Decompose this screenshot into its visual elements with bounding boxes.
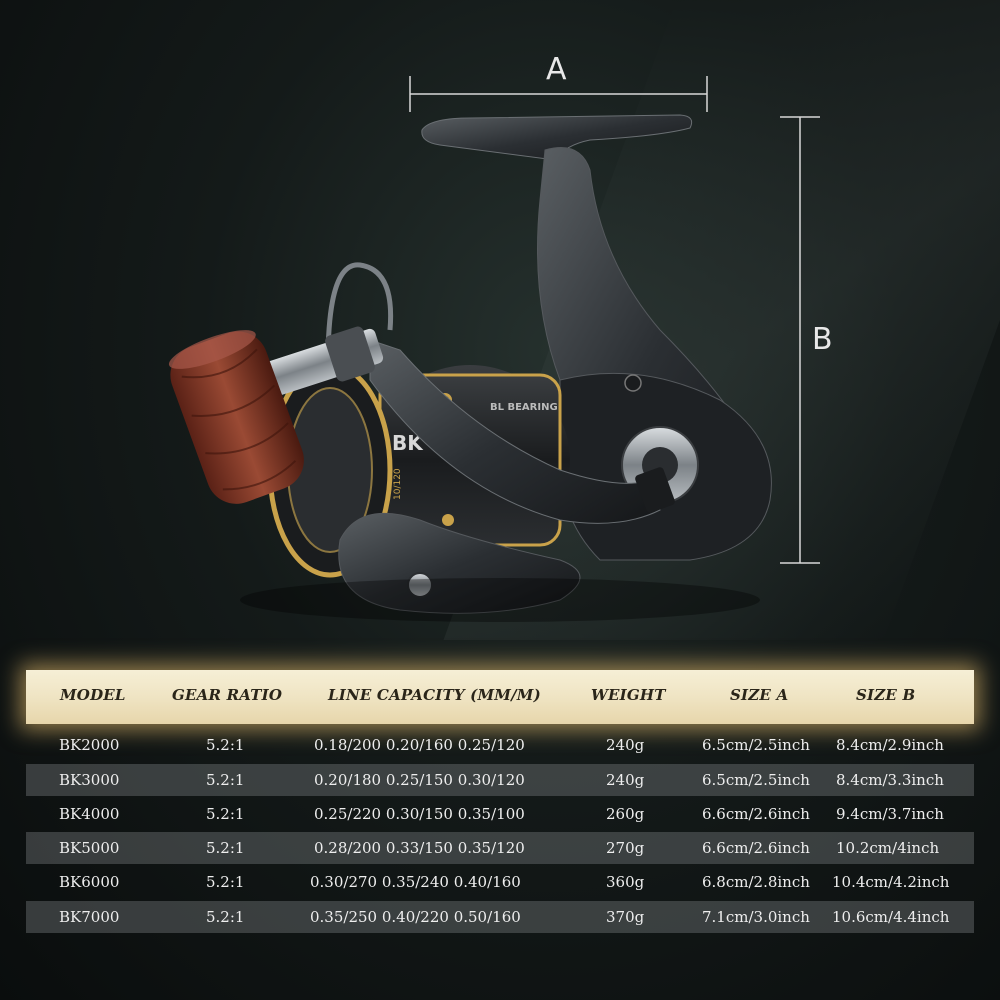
cell-line-capacity: 0.25/220 0.30/150 0.35/100 bbox=[314, 805, 525, 823]
cell-size-a: 6.5cm/2.5inch bbox=[702, 736, 810, 754]
cell-weight: 240g bbox=[606, 736, 645, 754]
cell-size-a: 6.6cm/2.6inch bbox=[702, 839, 810, 857]
table-row: BK6000 5.2:1 0.30/270 0.35/240 0.40/160 … bbox=[26, 866, 974, 898]
fishing-reel-illustration: BK 10/120 BL BEARING bbox=[168, 76, 820, 622]
reel-foot bbox=[421, 114, 693, 161]
cell-gear-ratio: 5.2:1 bbox=[206, 736, 245, 754]
cell-model: BK7000 bbox=[59, 908, 120, 926]
cell-line-capacity: 0.18/200 0.20/160 0.25/120 bbox=[314, 736, 525, 754]
table-row: BK4000 5.2:1 0.25/220 0.30/150 0.35/100 … bbox=[26, 798, 974, 830]
cell-model: BK4000 bbox=[59, 805, 120, 823]
header-line-capacity: LINE CAPACITY (MM/M) bbox=[328, 686, 541, 704]
table-row: BK5000 5.2:1 0.28/200 0.33/150 0.35/120 … bbox=[26, 832, 974, 864]
cell-size-a: 6.8cm/2.8inch bbox=[702, 873, 810, 891]
cell-model: BK3000 bbox=[59, 771, 120, 789]
cell-size-a: 7.1cm/3.0inch bbox=[702, 908, 810, 926]
dimension-a-label: A bbox=[546, 52, 567, 87]
header-size-a: SIZE A bbox=[730, 686, 789, 704]
reel-rotor bbox=[338, 512, 581, 614]
wooden-handle-knob bbox=[168, 330, 304, 504]
cell-size-b: 8.4cm/2.9inch bbox=[836, 736, 944, 754]
table-row: BK2000 5.2:1 0.18/200 0.20/160 0.25/120 … bbox=[26, 729, 974, 761]
table-row: BK7000 5.2:1 0.35/250 0.40/220 0.50/160 … bbox=[26, 901, 974, 933]
rotor-screw-icon bbox=[407, 572, 433, 598]
spool-spec-text: 10/120 bbox=[393, 468, 403, 500]
dimension-b-line bbox=[780, 116, 820, 564]
spec-table-header: MODEL GEAR RATIO LINE CAPACITY (MM/M) WE… bbox=[26, 670, 974, 724]
cell-gear-ratio: 5.2:1 bbox=[206, 805, 245, 823]
cell-model: BK5000 bbox=[59, 839, 120, 857]
dimension-a-line bbox=[409, 76, 708, 112]
cell-size-a: 6.5cm/2.5inch bbox=[702, 771, 810, 789]
cell-weight: 260g bbox=[606, 805, 645, 823]
screw-icon bbox=[624, 374, 642, 392]
cell-weight: 240g bbox=[606, 771, 645, 789]
cell-model: BK6000 bbox=[59, 873, 120, 891]
header-size-b: SIZE B bbox=[856, 686, 916, 704]
cell-gear-ratio: 5.2:1 bbox=[206, 873, 245, 891]
dimension-b-label: B bbox=[812, 322, 833, 357]
table-row: BK3000 5.2:1 0.20/180 0.25/150 0.30/120 … bbox=[26, 764, 974, 796]
cell-line-capacity: 0.30/270 0.35/240 0.40/160 bbox=[310, 873, 521, 891]
cell-weight: 360g bbox=[606, 873, 645, 891]
cell-size-a: 6.6cm/2.6inch bbox=[702, 805, 810, 823]
header-model: MODEL bbox=[60, 686, 126, 704]
cell-size-b: 10.2cm/4inch bbox=[836, 839, 940, 857]
cell-size-b: 8.4cm/3.3inch bbox=[836, 771, 944, 789]
header-gear-ratio: GEAR RATIO bbox=[172, 686, 283, 704]
cell-weight: 370g bbox=[606, 908, 645, 926]
cell-gear-ratio: 5.2:1 bbox=[206, 908, 245, 926]
cell-gear-ratio: 5.2:1 bbox=[206, 771, 245, 789]
cell-line-capacity: 0.20/180 0.25/150 0.30/120 bbox=[314, 771, 525, 789]
spool-side-text: BL BEARING bbox=[490, 402, 558, 413]
cell-size-b: 9.4cm/3.7inch bbox=[836, 805, 944, 823]
cell-model: BK2000 bbox=[59, 736, 120, 754]
cell-size-b: 10.6cm/4.4inch bbox=[832, 908, 950, 926]
handle-arm bbox=[369, 339, 661, 524]
cell-weight: 270g bbox=[606, 839, 645, 857]
cell-line-capacity: 0.28/200 0.33/150 0.35/120 bbox=[314, 839, 525, 857]
cell-line-capacity: 0.35/250 0.40/220 0.50/160 bbox=[310, 908, 521, 926]
header-weight: WEIGHT bbox=[591, 686, 666, 704]
cell-gear-ratio: 5.2:1 bbox=[206, 839, 245, 857]
cell-size-b: 10.4cm/4.2inch bbox=[832, 873, 950, 891]
